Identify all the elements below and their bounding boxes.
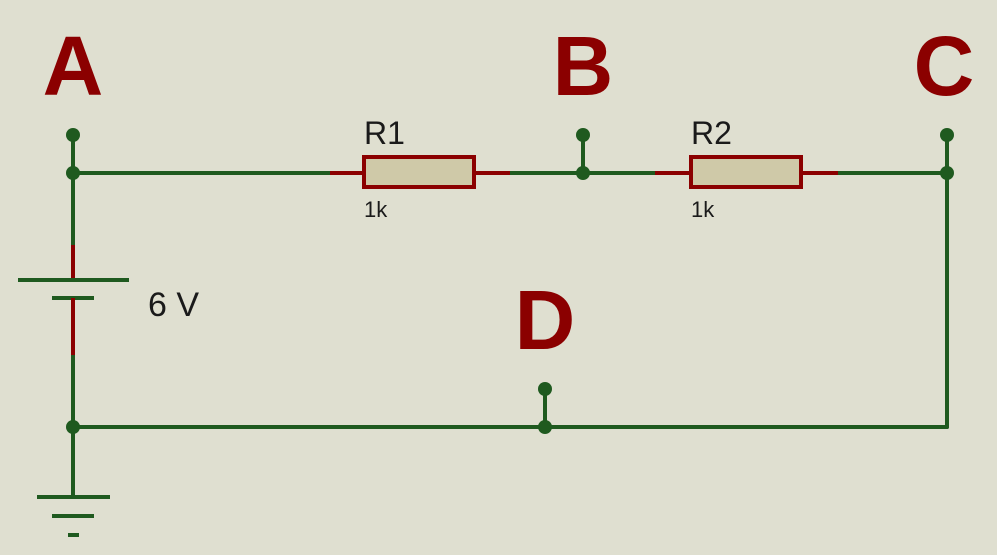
- resistor-r2[interactable]: [655, 155, 838, 189]
- probe-terminal-c[interactable]: [940, 128, 954, 142]
- node-label-c: C: [914, 19, 975, 113]
- battery-icon[interactable]: [18, 245, 129, 355]
- node-label-b: B: [553, 19, 614, 113]
- probe-terminal-a[interactable]: [66, 128, 80, 142]
- probe-terminals: [66, 128, 954, 396]
- resistor-icon: [362, 155, 476, 189]
- battery-value-label: 6 V: [148, 286, 199, 324]
- node-label-d: D: [515, 273, 576, 367]
- ground-icon: [37, 495, 110, 537]
- probe-terminal-b[interactable]: [576, 128, 590, 142]
- r1-ref-label: R1: [364, 115, 405, 151]
- resistor-r1[interactable]: [330, 155, 510, 189]
- junctions: [66, 166, 954, 434]
- junction-dot-b: [576, 166, 590, 180]
- r2-ref-label: R2: [691, 115, 732, 151]
- junction-dot-a: [66, 166, 80, 180]
- wires: [71, 133, 949, 499]
- junction-dot-c: [940, 166, 954, 180]
- resistor-icon: [689, 155, 803, 189]
- r1-value-label: 1k: [364, 197, 388, 222]
- junction-dot-d: [538, 420, 552, 434]
- r2-value-label: 1k: [691, 197, 715, 222]
- junction-dot-bottom-left: [66, 420, 80, 434]
- probe-terminal-d[interactable]: [538, 382, 552, 396]
- node-label-a: A: [43, 19, 104, 113]
